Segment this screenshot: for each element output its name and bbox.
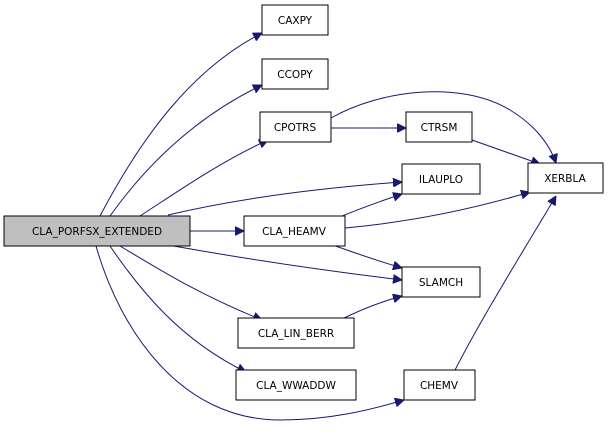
node-cla-porfsx-extended[interactable]: CLA_PORFSX_EXTENDED [3,215,191,247]
node-box [259,111,332,143]
node-label: CCOPY [277,69,313,81]
edge-cpotrs-xerbla [330,91,556,163]
node-box [403,369,476,401]
node-chemv[interactable]: CHEMV [403,369,476,401]
node-label: CAXPY [278,15,313,27]
node-cla-lin-berr[interactable]: CLA_LIN_BERR [237,317,355,349]
node-label: CLA_LIN_BERR [258,328,334,340]
edge-root-ilauplo [167,182,402,216]
node-ctrsm[interactable]: CTRSM [405,111,473,143]
edge-cla-heamv-ilauplo [334,194,402,220]
node-ccopy[interactable]: CCOPY [261,58,329,90]
node-box [3,215,191,247]
node-box [401,163,481,195]
edge-root-caxpy [99,33,262,217]
edge-cla-lin-berr-slamch [339,296,402,321]
node-caxpy[interactable]: CAXPY [261,4,329,36]
node-box [527,162,604,194]
node-box [405,111,473,143]
edge-cla-heamv-slamch [329,243,402,268]
node-label: CPOTRS [274,122,317,134]
node-xerbla[interactable]: XERBLA [527,162,604,194]
node-box [235,369,357,401]
edge-root-cla-lin-berr [119,245,262,320]
nodes-layer: CLA_PORFSX_EXTENDED CAXPY CCOPY CPOTRS C… [3,4,604,401]
node-label: ILAUPLO [419,174,463,186]
node-label: CLA_HEAMV [262,226,327,238]
node-ilauplo[interactable]: ILAUPLO [401,163,481,195]
node-label: SLAMCH [419,277,463,289]
edge-ctrsm-xerbla [471,139,540,164]
edge-cla-heamv-xerbla [344,192,530,229]
node-box [261,4,329,36]
edges-layer [95,33,556,421]
edge-root-ccopy [109,85,262,217]
node-label: CLA_PORFSX_EXTENDED [32,226,162,238]
node-label: XERBLA [544,173,586,185]
node-cla-wwaddw[interactable]: CLA_WWADDW [235,369,357,401]
node-cpotrs[interactable]: CPOTRS [259,111,332,143]
node-cla-heamv[interactable]: CLA_HEAMV [243,215,346,247]
node-label: CTRSM [421,122,458,134]
edge-root-cpotrs [139,140,268,217]
node-label: CHEMV [420,380,459,392]
node-box [237,317,355,349]
node-slamch[interactable]: SLAMCH [401,266,481,298]
node-box [401,266,481,298]
edge-root-chemv [95,245,404,421]
node-box [243,215,346,247]
edge-root-slamch [167,244,402,280]
edge-chemv-xerbla [452,196,556,375]
node-label: CLA_WWADDW [256,380,336,392]
edge-root-cla-wwaddw [109,245,246,372]
node-box [261,58,329,90]
